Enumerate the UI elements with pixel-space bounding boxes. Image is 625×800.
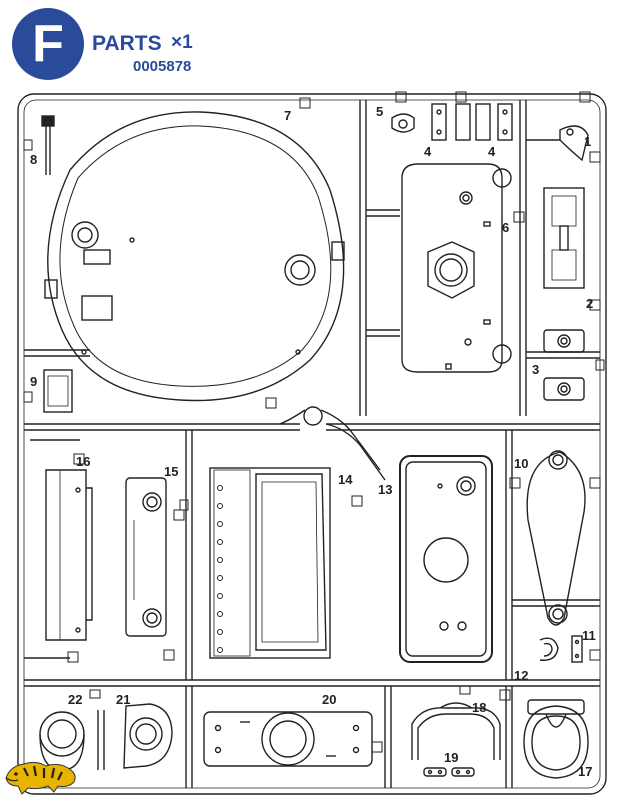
sheet-title: PARTS <box>92 32 162 55</box>
callout-8: 8 <box>30 152 37 167</box>
part-6 <box>401 163 512 373</box>
part-20 <box>203 711 373 767</box>
callout-22: 22 <box>68 692 82 707</box>
callout-7: 7 <box>284 108 291 123</box>
callout-9: 9 <box>30 374 37 389</box>
part-19 <box>423 767 475 777</box>
callout-18: 18 <box>472 700 486 715</box>
part-12 <box>539 637 559 661</box>
part-number: 0005878 <box>133 58 192 75</box>
part-1 <box>559 125 589 162</box>
part-5 <box>391 113 415 133</box>
runners <box>24 100 600 788</box>
badge-letter: F <box>32 15 64 73</box>
part-10 <box>526 450 586 626</box>
callout-17: 17 <box>578 764 592 779</box>
part-18 <box>411 702 501 760</box>
gate-tabs <box>23 91 605 753</box>
tiger-icon <box>5 761 76 795</box>
callout-3: 3 <box>532 362 539 377</box>
callout-20: 20 <box>322 692 336 707</box>
callout-10: 10 <box>514 456 528 471</box>
callout-2: 2 <box>586 296 593 311</box>
part-17 <box>523 699 589 779</box>
part-9 <box>43 369 73 413</box>
callout-13: 13 <box>378 482 392 497</box>
part-4-group <box>431 103 513 141</box>
part-14-rivets <box>217 485 223 653</box>
sheet-multiplier: ×1 <box>171 32 193 53</box>
part-8 <box>41 115 55 175</box>
callout-16: 16 <box>76 454 90 469</box>
outer-frame <box>17 93 607 795</box>
callout-19: 19 <box>444 750 458 765</box>
callout-5: 5 <box>376 104 383 119</box>
part-11 <box>571 635 583 663</box>
callout-4b: 4 <box>488 144 496 159</box>
part-14 <box>209 467 331 659</box>
part-15 <box>125 477 167 637</box>
callout-4a: 4 <box>424 144 432 159</box>
sheet-badge: F <box>12 8 84 80</box>
part-3-group <box>543 329 585 401</box>
callout-14: 14 <box>338 472 353 487</box>
callout-21: 21 <box>116 692 130 707</box>
part-2 <box>543 187 585 289</box>
callout-12: 12 <box>514 668 528 683</box>
callout-15: 15 <box>164 464 178 479</box>
callout-11: 11 <box>582 628 596 643</box>
callout-6: 6 <box>502 220 509 235</box>
part-7-ring <box>44 111 345 402</box>
part-13 <box>399 455 493 663</box>
part-16 <box>45 469 93 641</box>
callout-1: 1 <box>584 134 591 149</box>
part-21 <box>97 703 173 770</box>
